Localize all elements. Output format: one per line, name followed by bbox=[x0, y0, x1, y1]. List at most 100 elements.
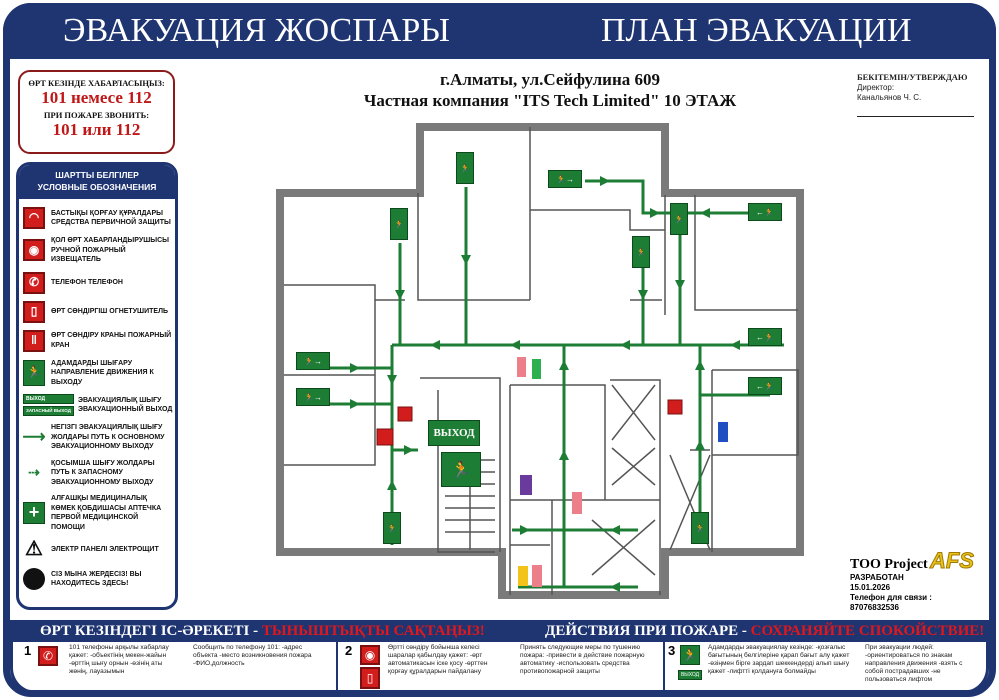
manual-call-point-icon: ◉ bbox=[23, 239, 45, 262]
you-are-here-icon bbox=[23, 568, 45, 590]
phone-label: Телефон для связи : bbox=[850, 593, 932, 602]
legend-label: ЭВАКУАЦИЯЛЫҚ ШЫҒУ ЭВАКУАЦИОННЫЙ ВЫХОД bbox=[77, 396, 173, 414]
legend-label: ҚОЛ ӨРТ ХАБАРЛАНДЫРУШЫСЫ РУЧНОЙ ПОЖАРНЫЙ… bbox=[51, 237, 170, 263]
step-1-ru: Сообщить по телефону 101: -адрес объекта… bbox=[193, 644, 312, 667]
legend-item: ◠ БАСТЫҚЫ ҚОРҒАУ ҚҰРАЛДАРЫ СРЕДСТВА ПЕРВИ… bbox=[23, 207, 173, 229]
legend: ШАРТТЫ БЕЛГІЛЕР УСЛОВНЫЕ ОБОЗНАЧЕНИЯ ◠ БАС… bbox=[16, 162, 178, 610]
legend-item: ⇢ ҚОСЫМША ШЫҒУ ЖОЛДАРЫ ПУТЬ К ЗАПАСНОМУ Э… bbox=[23, 459, 173, 488]
approval-role: Директор: bbox=[857, 83, 895, 92]
legend-item: ◉ ҚОЛ ӨРТ ХАБАРЛАНДЫРУШЫСЫ РУЧНОЙ ПОЖАРНЫ… bbox=[23, 236, 173, 265]
exit-direction-sign: ←🏃 bbox=[748, 328, 782, 346]
approval-name: Канальянов Ч. С. bbox=[857, 93, 922, 102]
exit-direction-sign: 🏃 bbox=[390, 208, 408, 240]
legend-item: ✆ ТЕЛЕФОН ТЕЛЕФОН bbox=[23, 271, 173, 294]
phone-icon: ✆ bbox=[23, 271, 45, 294]
main-route-arrow-icon: ⟶ bbox=[22, 428, 46, 446]
title-ru: ПЛАН ЭВАКУАЦИИ bbox=[601, 12, 912, 49]
actions-heading-kz: ӨРТ КЕЗІНДЕГІ ІС-ӘРЕКЕТІ - ТЫНЫШТЫҚТЫ СА… bbox=[40, 622, 485, 640]
legend-item: ⟶ НЕГІЗГІ ЭВАКУАЦИЯЛЫҚ ШЫҒУ ЖОЛДАРЫ ПУТЬ … bbox=[23, 423, 173, 452]
fire-actions-bar: ӨРТ КЕЗІНДЕГІ ІС-ӘРЕКЕТІ - ТЫНЫШТЫҚТЫ СА… bbox=[10, 620, 989, 642]
call-label-ru: ПРИ ПОЖАРЕ ЗВОНИТЬ: bbox=[43, 110, 150, 120]
exit-direction-icon: 🏃 bbox=[23, 359, 45, 386]
panel-divider bbox=[663, 642, 665, 692]
call-numbers-ru: 101 или 112 bbox=[52, 120, 141, 139]
exit-sign: ВЫХОД bbox=[428, 420, 480, 446]
extinguisher-icon: ▯ bbox=[360, 667, 380, 689]
developer-block: ТОО Project AFS РАЗРАБОТАН 15.01.2026 Те… bbox=[850, 549, 974, 613]
exit-sign-icon: ВЫХОД bbox=[23, 394, 74, 404]
legend-item: 🏃АДАМДАРДЫ ШЫҒАРУ НАПРАВЛЕНИЕ ДВИЖЕНИЯ К… bbox=[23, 359, 173, 388]
developed-label: РАЗРАБОТАН bbox=[850, 573, 904, 582]
actions-title-ru: ДЕЙСТВИЯ ПРИ ПОЖАРЕ bbox=[545, 623, 739, 639]
afs-logo: AFS bbox=[929, 548, 974, 573]
step-number: 3 bbox=[668, 643, 676, 658]
exit-direction-sign: 🏃 bbox=[691, 512, 709, 544]
fire-hydrant-icon: ‖ bbox=[23, 329, 45, 352]
legend-label: БАСТЫҚЫ ҚОРҒАУ ҚҰРАЛДАРЫ СРЕДСТВА ПЕРВИЧ… bbox=[51, 209, 171, 227]
equipment-markers bbox=[376, 357, 728, 587]
legend-label: СІЗ МЫНА ЖЕРДЕСІЗ! ВЫ НАХОДИТЕСЬ ЗДЕСЬ! bbox=[51, 570, 142, 588]
stair-exit-icon: 🏃 bbox=[441, 452, 481, 487]
address-line: г.Алматы, ул.Сейфулина 609 bbox=[440, 70, 660, 89]
legend-label: ЭЛЕКТР ПАНЕЛІ ЭЛЕКТРОЩИТ bbox=[51, 546, 159, 554]
title-kz: ЭВАКУАЦИЯ ЖОСПАРЫ bbox=[63, 12, 450, 49]
legend-label: ӨРТ СӨНДІРУ КРАНЫ ПОЖАРНЫЙ КРАН bbox=[51, 332, 172, 349]
legend-item: + АЛҒАШҚЫ МЕДИЦИНАЛЫҚ КӨМЕК ҚОБДИШАСЫ АПТ… bbox=[23, 494, 173, 532]
emergency-call-box: ӨРТ КЕЗІНДЕ ХАБАРЛАСЫҢЫЗ: 101 немесе 112… bbox=[18, 70, 175, 154]
exit-direction-sign: 🏃→ bbox=[548, 170, 582, 188]
legend-item: ‖ ӨРТ СӨНДІРУ КРАНЫ ПОЖАРНЫЙ КРАН bbox=[23, 329, 173, 352]
extinguisher-icon: ▯ bbox=[23, 300, 45, 323]
legend-label: ТЕЛЕФОН ТЕЛЕФОН bbox=[51, 278, 123, 286]
step-2-ru: Принять следующие меры по тушению пожара… bbox=[520, 644, 645, 675]
approval-block: БЕКІТЕМІН/УТВЕРЖДАЮ Директор: Канальянов… bbox=[857, 72, 974, 117]
actions-title-kz: ӨРТ КЕЗІНДЕГІ ІС-ӘРЕКЕТІ bbox=[40, 623, 250, 639]
title-bar: ЭВАКУАЦИЯ ЖОСПАРЫ ПЛАН ЭВАКУАЦИИ bbox=[3, 3, 996, 59]
call-label-kz: ӨРТ КЕЗІНДЕ ХАБАРЛАСЫҢЫЗ: bbox=[28, 78, 165, 88]
exit-direction-sign: 🏃 bbox=[383, 512, 401, 544]
step-3-kz: Адамдарды эвакуациялау кезiнде: -қозғалы… bbox=[708, 644, 850, 675]
exit-direction-sign: ←🏃 bbox=[748, 203, 782, 221]
legend-item: СІЗ МЫНА ЖЕРДЕСІЗ! ВЫ НАХОДИТЕСЬ ЗДЕСЬ! bbox=[23, 568, 173, 590]
electrical-panel-icon: ⚠ bbox=[25, 538, 43, 561]
reserve-route-arrow-icon: ⇢ bbox=[28, 464, 40, 480]
exit-direction-sign: 🏃→ bbox=[296, 388, 330, 406]
separator-dash: - bbox=[249, 623, 262, 639]
stay-calm-ru: СОХРАНЯЙТЕ СПОКОЙСТВИЕ! bbox=[750, 623, 985, 639]
running-man-icon: 🏃 bbox=[680, 645, 700, 665]
legend-title-kz: ШАРТТЫ БЕЛГІЛЕР bbox=[55, 170, 139, 180]
legend-item: ⚠ ЭЛЕКТР ПАНЕЛІ ЭЛЕКТРОЩИТ bbox=[23, 539, 173, 561]
first-aid-kit-icon: + bbox=[23, 502, 45, 524]
manual-call-point-icon: ◉ bbox=[360, 645, 380, 665]
actions-heading-ru: ДЕЙСТВИЯ ПРИ ПОЖАРЕ - СОХРАНЯЙТЕ СПОКОЙС… bbox=[545, 622, 984, 640]
phone-icon: ✆ bbox=[38, 646, 58, 666]
step-3-ru: При эвакуации людей: -ориентироваться по… bbox=[865, 644, 963, 683]
signature-line bbox=[857, 103, 974, 117]
approval-title: БЕКІТЕМІН/УТВЕРЖДАЮ bbox=[857, 72, 968, 82]
legend-label: ӨРТ СӨНДІРГІШ ОГНЕТУШИТЕЛЬ bbox=[51, 307, 169, 315]
legend-label: НЕГІЗГІ ЭВАКУАЦИЯЛЫҚ ШЫҒУ ЖОЛДАРЫ ПУТЬ К… bbox=[51, 424, 165, 450]
phone-number: 87076832536 bbox=[850, 603, 899, 612]
step-number: 2 bbox=[345, 643, 353, 658]
first-aid-means-icon: ◠ bbox=[23, 207, 45, 229]
step-2-kz: Өрттi сөндiру бойынша келесi шаралар қаб… bbox=[388, 644, 488, 675]
exit-direction-sign: 🏃→ bbox=[296, 352, 330, 370]
legend-item: ▯ ӨРТ СӨНДІРГІШ ОГНЕТУШИТЕЛЬ bbox=[23, 300, 173, 323]
developer-company: ТОО Project bbox=[850, 557, 928, 572]
legend-label: АДАМДАРДЫ ШЫҒАРУ НАПРАВЛЕНИЕ ДВИЖЕНИЯ К … bbox=[51, 359, 154, 386]
exit-direction-sign: 🏃 bbox=[456, 152, 474, 184]
route-arrows bbox=[350, 176, 740, 592]
stay-calm-kz: ТЫНЫШТЫҚТЫ САҚТАҢЫЗ! bbox=[261, 623, 485, 639]
exit-sign-icon: ВЫХОД bbox=[678, 670, 702, 680]
legend-label: АЛҒАШҚЫ МЕДИЦИНАЛЫҚ КӨМЕК ҚОБДИШАСЫ АПТЕ… bbox=[51, 495, 162, 531]
company-line: Частная компания "ITS Tech Limited" 10 Э… bbox=[363, 91, 737, 110]
exit-direction-sign: ←🏃 bbox=[748, 377, 782, 395]
legend-label: ҚОСЫМША ШЫҒУ ЖОЛДАРЫ ПУТЬ К ЗАПАСНОМУ ЭВ… bbox=[51, 459, 155, 486]
step-number: 1 bbox=[24, 643, 32, 658]
call-numbers-kz: 101 немесе 112 bbox=[41, 88, 152, 107]
legend-title-ru: УСЛОВНЫЕ ОБОЗНАЧЕНИЯ bbox=[37, 182, 157, 192]
exit-direction-sign: 🏃 bbox=[670, 203, 688, 235]
reserve-exit-sign-icon: ЗАПАСНЫЙ ВЫХОД bbox=[23, 406, 74, 416]
actions-panel bbox=[10, 642, 989, 694]
